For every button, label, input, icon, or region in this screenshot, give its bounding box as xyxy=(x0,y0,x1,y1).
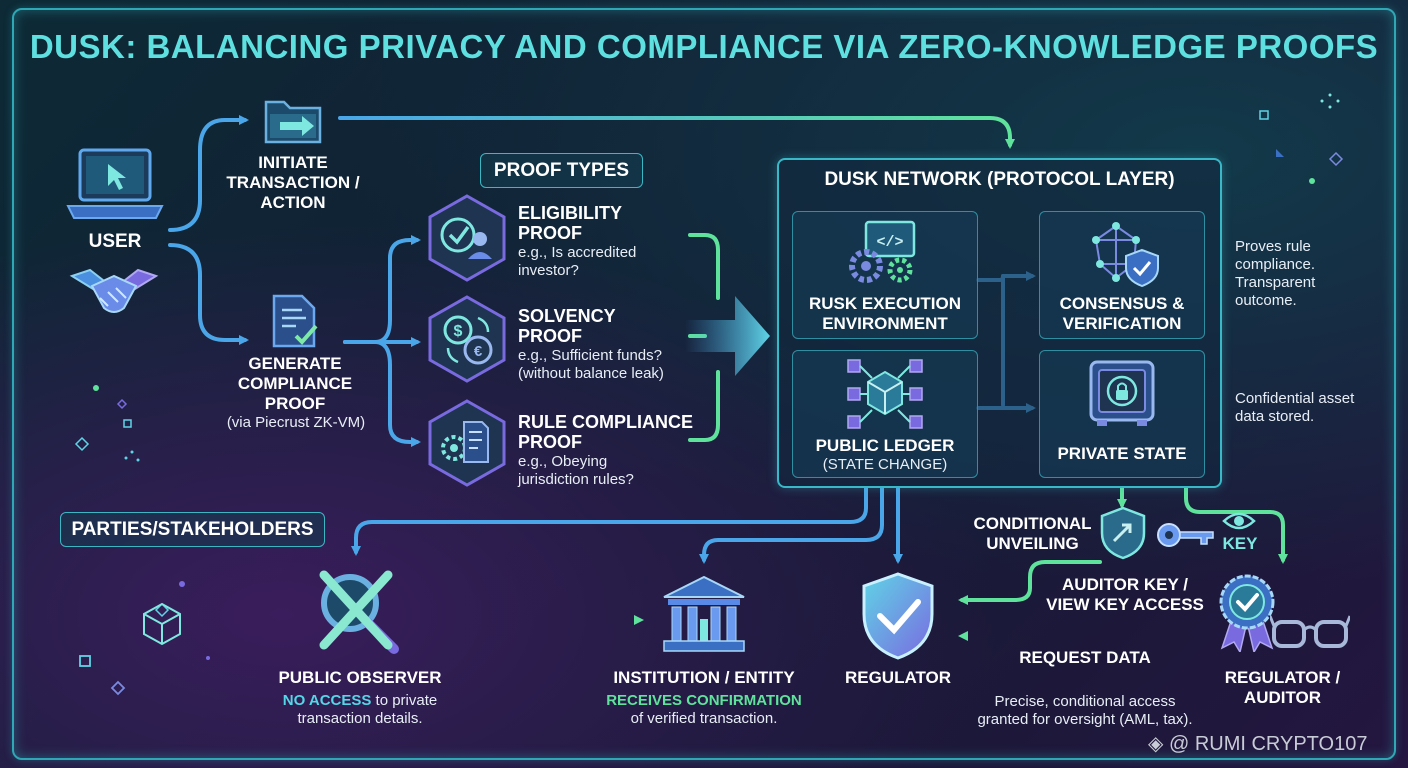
eligibility-title: ELIGIBILITY PROOF xyxy=(518,203,623,243)
public-observer-desc: NO ACCESS to private transaction details… xyxy=(240,692,480,728)
request-data-label: REQUEST DATA xyxy=(1019,648,1151,667)
public-observer-desc-l1: NO ACCESS to private xyxy=(282,692,438,709)
magnifier-cross-icon xyxy=(319,570,399,654)
key-label: KEY xyxy=(1222,534,1258,553)
consensus-note: Proves rule compliance. Transparent outc… xyxy=(1235,238,1316,309)
binance-diamond-icon: ◈ xyxy=(1148,733,1164,755)
regulator-label: REGULATOR xyxy=(844,668,952,687)
user-label: USER xyxy=(88,231,142,252)
solvency-desc: e.g., Sufficient funds? (without balance… xyxy=(518,347,664,382)
network-shield-icon xyxy=(1092,222,1159,288)
rusk-label: RUSK EXECUTION ENVIRONMENT xyxy=(808,294,962,333)
parties-header: PARTIES/STAKEHOLDERS xyxy=(60,512,325,547)
institution-desc: RECEIVES CONFIRMATION of verified transa… xyxy=(606,692,802,727)
arrow-user-initiate xyxy=(168,115,249,232)
folder-transfer-icon xyxy=(264,100,322,144)
outer-frame xyxy=(12,8,1396,760)
arrow-network-observer xyxy=(351,486,868,556)
arrow-unveiling-regulator xyxy=(958,560,1102,605)
initiate-label: INITIATE TRANSACTION / ACTION xyxy=(226,153,360,212)
eligibility-hexagon-icon xyxy=(428,194,506,282)
arrow-initiate-network xyxy=(338,116,1015,149)
key-icon xyxy=(1157,523,1214,547)
svg-text:</>: </> xyxy=(876,234,903,251)
generate-label: GENERATE COMPLIANCE PROOF xyxy=(237,354,353,413)
code-gears-icon: </> xyxy=(849,220,916,283)
arrow-user-generate xyxy=(168,243,249,345)
regulator-shield-icon xyxy=(862,572,934,660)
big-arrow-proofs-network xyxy=(685,296,770,376)
laptop-icon xyxy=(66,148,164,219)
institution-label: INSTITUTION / ENTITY xyxy=(613,668,795,687)
solvency-hexagon-icon: $ € xyxy=(428,295,506,383)
conditional-unveiling-label: CONDITIONAL UNVEILING xyxy=(973,514,1092,553)
glasses-icon xyxy=(1270,615,1350,648)
award-badge-icon xyxy=(1219,574,1275,652)
solvency-title: SOLVENCY PROOF xyxy=(518,306,616,346)
ledger-cube-icon xyxy=(847,359,923,429)
arrow-generate-rule xyxy=(343,340,421,447)
bank-building-icon xyxy=(663,575,745,652)
page-title: DUSK: BALANCING PRIVACY AND COMPLIANCE V… xyxy=(29,28,1379,65)
svg-text:€: € xyxy=(474,343,483,360)
consensus-box xyxy=(1039,211,1205,339)
public-ledger-label: PUBLIC LEDGER xyxy=(815,436,955,455)
public-observer-label: PUBLIC OBSERVER xyxy=(278,668,442,687)
arrow-network-institution xyxy=(699,486,884,564)
rule-compliance-desc: e.g., Obeying jurisdiction rules? xyxy=(518,453,634,488)
decor-cube-cluster xyxy=(79,581,210,696)
document-check-icon xyxy=(272,294,318,348)
proof-types-header: PROOF TYPES xyxy=(480,153,643,188)
arrow-generate-eligibility xyxy=(343,235,421,344)
watermark: ◈ @ RUMI CRYPTO107 xyxy=(1148,733,1368,755)
bracket-eligibility xyxy=(688,233,720,300)
private-state-label: PRIVATE STATE xyxy=(1057,444,1187,463)
handshake-icon xyxy=(69,268,159,313)
rule-compliance-title: RULE COMPLIANCE PROOF xyxy=(518,412,693,452)
generate-sub: (via Piecrust ZK-VM) xyxy=(226,414,366,431)
auditor-key-label: AUDITOR KEY / VIEW KEY ACCESS xyxy=(1046,575,1204,614)
bracket-rule xyxy=(688,370,720,442)
decor-sparkles-right xyxy=(1259,93,1344,184)
network-header: DUSK NETWORK (PROTOCOL LAYER) xyxy=(824,169,1175,190)
public-ledger-sub: (STATE CHANGE) xyxy=(822,456,948,473)
eye-icon xyxy=(1222,512,1256,530)
access-note: Precise, conditional access granted for … xyxy=(977,693,1193,728)
rule-compliance-hexagon-icon xyxy=(428,399,506,487)
decor-sparkles-left xyxy=(74,385,140,462)
unveiling-shield-icon xyxy=(1100,506,1146,560)
svg-text:$: $ xyxy=(454,323,463,340)
vault-lock-icon xyxy=(1089,360,1155,426)
regulator-auditor-label: REGULATOR / AUDITOR xyxy=(1224,668,1341,707)
arrow-network-auditor xyxy=(1184,486,1288,564)
private-state-note: Confidential asset data stored. xyxy=(1235,390,1355,425)
consensus-label: CONSENSUS & VERIFICATION xyxy=(1059,294,1185,333)
eligibility-desc: e.g., Is accredited investor? xyxy=(518,244,637,279)
